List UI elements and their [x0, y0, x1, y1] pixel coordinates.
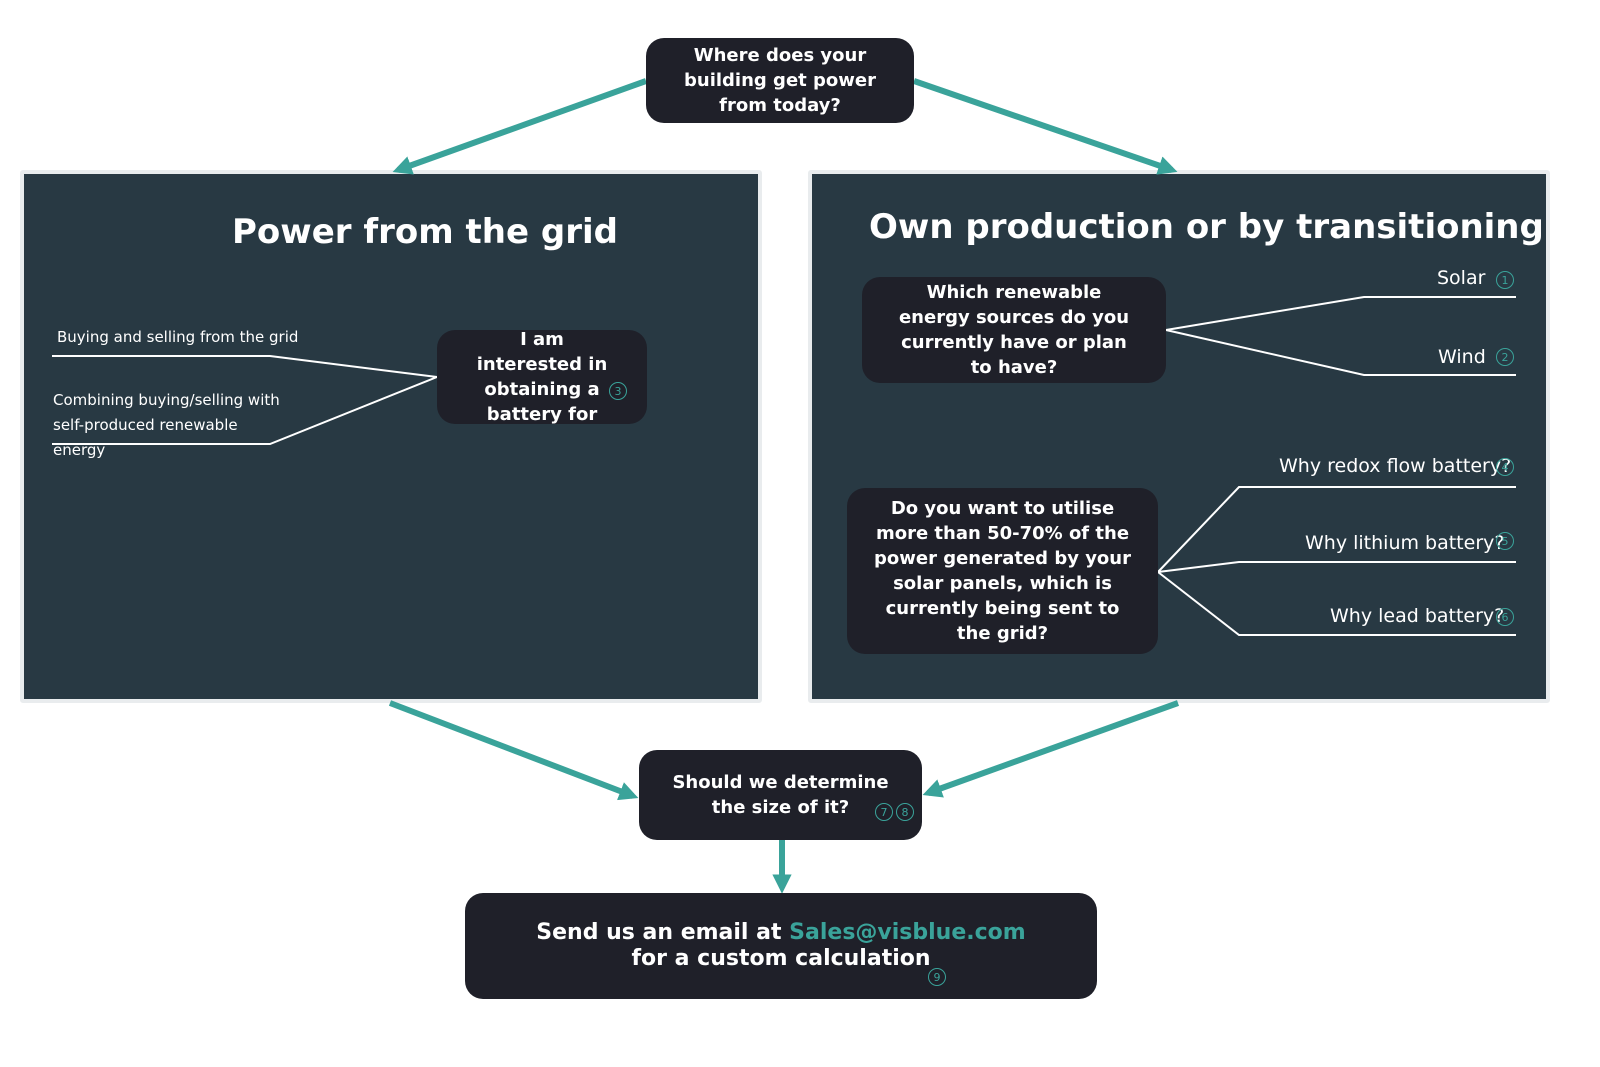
source-wind-label: Wind	[1438, 346, 1486, 368]
top-question-node: Where does your building get power from …	[646, 38, 914, 123]
arrow-grid-to-size	[388, 700, 639, 801]
step-marker-3: 3	[609, 382, 627, 400]
determine-size-node: Should we determine the size of it?	[639, 750, 922, 840]
arrow-own-to-size	[922, 700, 1180, 798]
utilise-power-text: Do you want to utilise more than 50-70% …	[873, 498, 1131, 644]
option-buying-selling: Buying and selling from the grid	[57, 328, 299, 346]
step-marker-9: 9	[928, 968, 946, 986]
source-solar-label: Solar	[1437, 267, 1486, 289]
step-marker-1: 1	[1496, 271, 1514, 289]
utilise-power-node: Do you want to utilise more than 50-70% …	[847, 488, 1158, 654]
email-line-1: Send us an email at Sales@visblue.com	[536, 920, 1025, 946]
email-contact-node: Send us an email at Sales@visblue.com fo…	[465, 893, 1097, 999]
determine-size-text: Should we determine the size of it?	[672, 772, 889, 818]
email-prefix-text: Send us an email at	[536, 920, 782, 945]
own-production-panel-title: Own production or by transitioning	[869, 207, 1544, 247]
renewable-sources-text: Which renewable energy sources do you cu…	[898, 282, 1130, 378]
option-redox-label: Why redox flow battery?	[1279, 455, 1512, 477]
option-combining: Combining buying/selling with self-produ…	[53, 391, 280, 459]
battery-interest-text: I am interested in obtaining a battery f…	[476, 329, 608, 425]
step-marker-5: 5	[1496, 532, 1514, 550]
option-lead-label: Why lead battery?	[1330, 605, 1505, 627]
top-question-text: Where does your building get power from …	[684, 45, 876, 116]
step-marker-4: 4	[1496, 458, 1514, 476]
step-marker-2: 2	[1496, 348, 1514, 366]
sales-email-link[interactable]: Sales@visblue.com	[789, 920, 1026, 945]
option-lithium-label: Why lithium battery?	[1305, 532, 1505, 554]
renewable-sources-node: Which renewable energy sources do you cu…	[862, 277, 1166, 383]
arrow-to-grid	[392, 78, 648, 175]
step-marker-8: 8	[896, 803, 914, 821]
battery-interest-node: I am interested in obtaining a battery f…	[437, 329, 647, 425]
step-marker-7: 7	[875, 803, 893, 821]
grid-panel-title: Power from the grid	[232, 212, 618, 252]
email-suffix-text: for a custom calculation	[631, 946, 931, 971]
arrow-to-own-production	[913, 78, 1178, 175]
step-marker-6: 6	[1496, 608, 1514, 626]
